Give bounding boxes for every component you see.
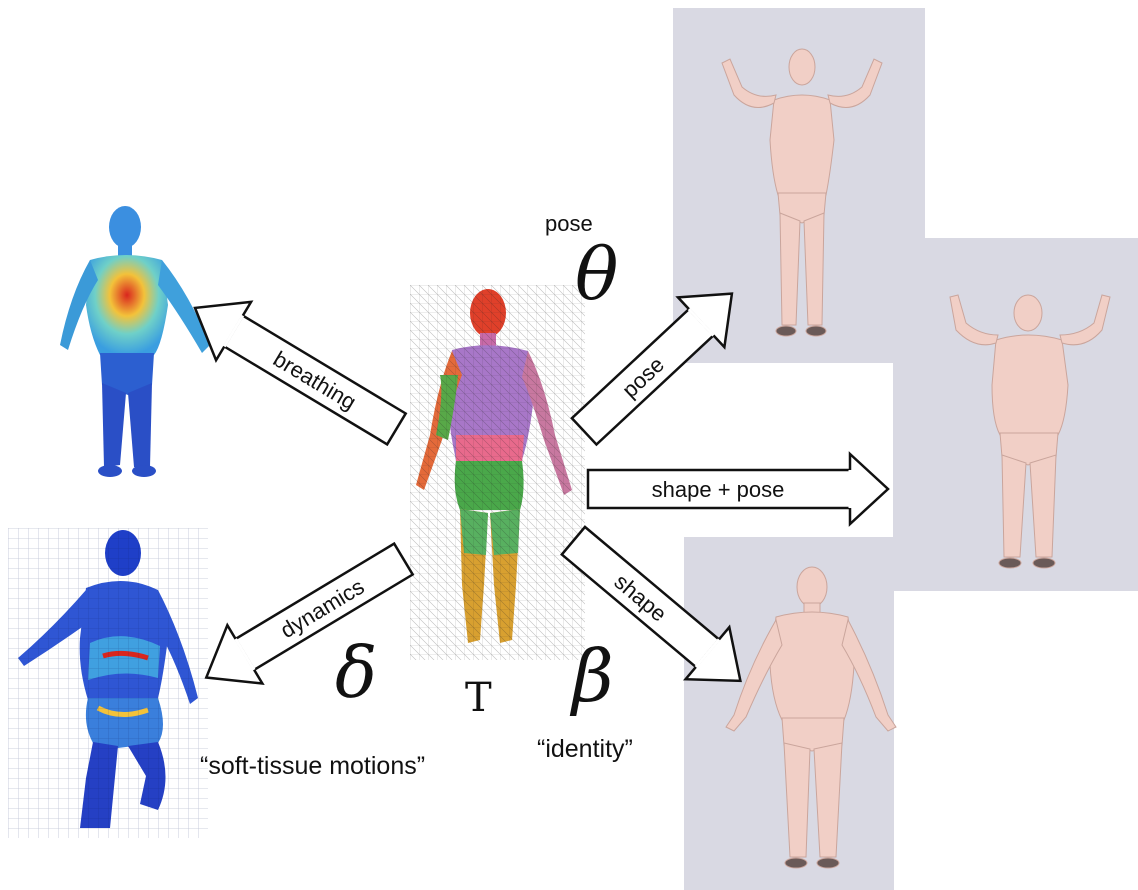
beta-symbol: β <box>572 640 614 712</box>
soft-tissue-caption: “soft-tissue motions” <box>200 752 425 781</box>
identity-caption: “identity” <box>537 735 633 764</box>
theta-symbol: θ <box>575 238 618 310</box>
template-symbol: T <box>465 675 492 721</box>
delta-symbol: δ <box>335 638 377 708</box>
